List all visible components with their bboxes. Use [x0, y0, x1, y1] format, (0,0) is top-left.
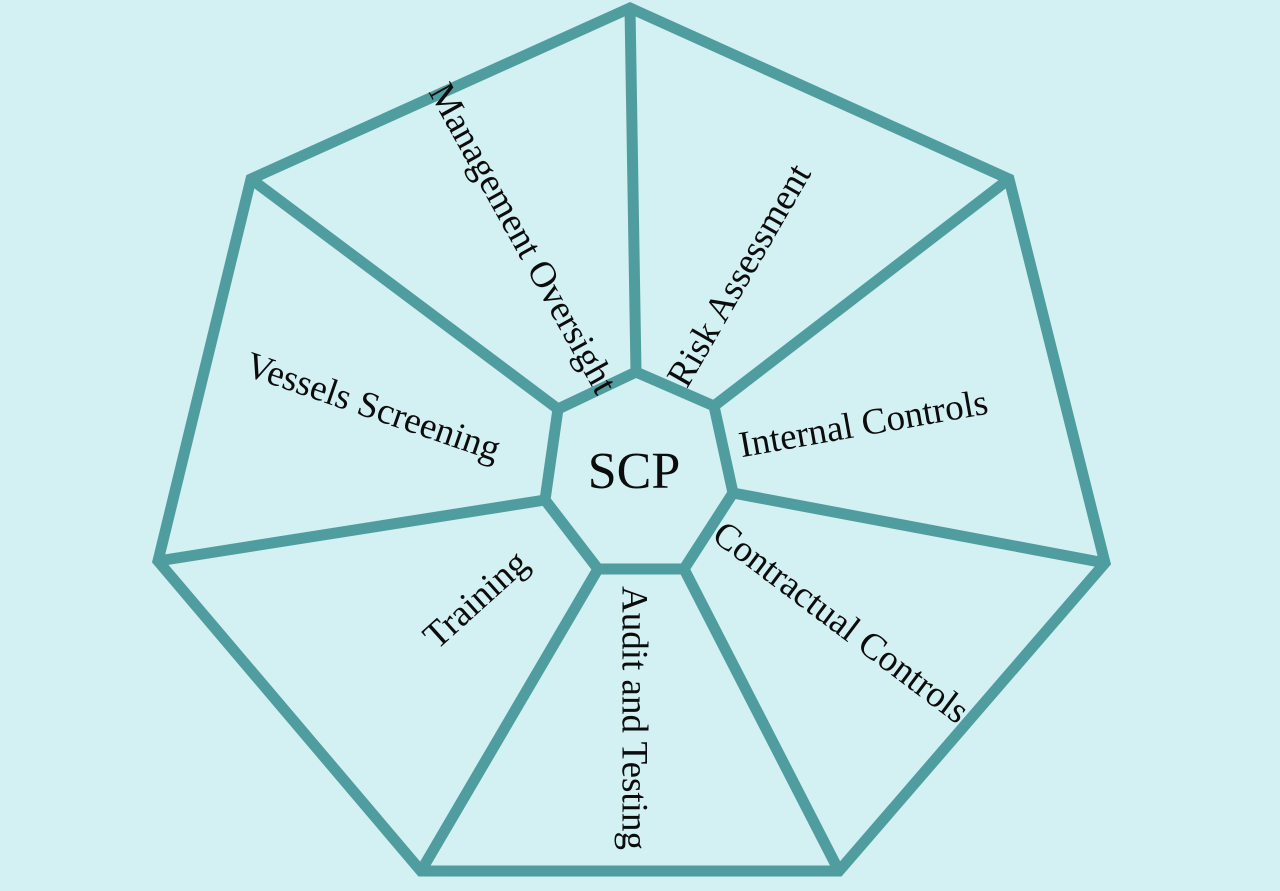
segment-label-vessels-screening: Vessels Screening	[240, 344, 505, 469]
center-label: SCP	[588, 443, 681, 500]
spoke-upper-left	[247, 174, 562, 414]
segment-label-audit-and-testing: Audit and Testing	[614, 586, 655, 850]
spoke-lower-right	[679, 566, 844, 874]
spoke-top	[624, 7, 642, 373]
spoke-left	[157, 494, 546, 567]
segment-label-training: Training	[415, 542, 536, 657]
spoke-lower-left	[416, 566, 603, 874]
segment-label-risk-assessment: Risk Assessment	[659, 156, 820, 393]
inner-heptagon	[539, 365, 739, 575]
segment-label-internal-controls: Internal Controls	[736, 382, 991, 466]
spoke-right	[731, 487, 1107, 569]
spoke-upper-right	[710, 174, 1013, 411]
segment-label-management-oversight: Management Oversight	[420, 76, 625, 401]
outer-heptagon	[151, 1, 1112, 877]
